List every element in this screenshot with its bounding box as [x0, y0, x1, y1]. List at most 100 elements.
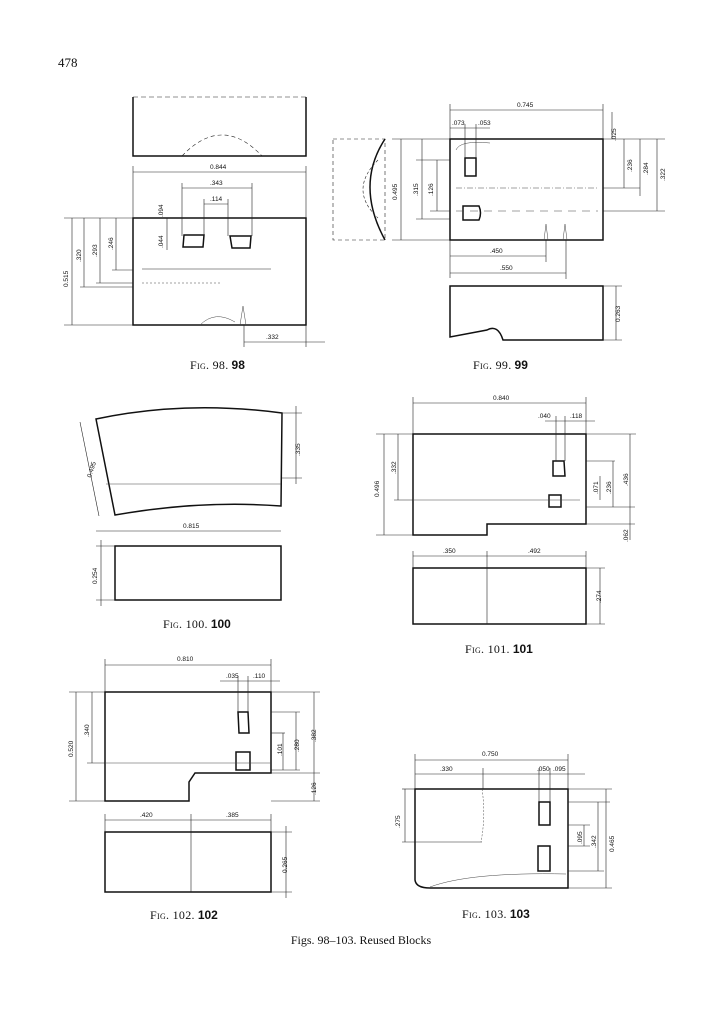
fig99-side-curve [369, 138, 386, 241]
fig101-caption-number: 101 [512, 642, 533, 656]
fig101-label-lower-b: .492 [528, 548, 541, 555]
fig102-label-left-b: .340 [84, 724, 91, 737]
fig101-label-right-d: .062 [623, 529, 630, 542]
fig99-caption-label: Fig. 99. [473, 358, 512, 372]
fig100-label-width: 0.815 [183, 523, 200, 530]
fig102-label-left-a: 0.520 [68, 740, 75, 757]
fig103-label-top-b: .050 [537, 766, 550, 773]
fig102-socket-bottom [235, 751, 251, 771]
fig101-label-top-b: .118 [570, 413, 583, 420]
fig98-socket-left [182, 234, 205, 248]
fig103-label-top-a: .330 [440, 766, 453, 773]
fig101-label-lower-a: .350 [443, 548, 456, 555]
fig100-caption-label: Fig. 100. [163, 617, 208, 631]
figure-101-drawing: 0.840 .040 .118 0.496 .332 .071 .236 .43… [374, 395, 636, 625]
fig99-label-right-c: .284 [643, 162, 650, 175]
fig103-label-width: 0.750 [482, 751, 499, 758]
fig101-label-right-a: .071 [593, 481, 600, 494]
fig103-caption: Fig. 103.103 [462, 907, 530, 922]
fig103-socket-top [538, 801, 551, 826]
fig102-label-right-d: .126 [311, 782, 318, 795]
fig99-label-left-c: .126 [428, 183, 435, 196]
fig102-label-lower-a: .420 [140, 812, 153, 819]
fig99-label-top-a: .073 [452, 120, 465, 127]
fig102-label-right-a: .101 [277, 743, 284, 756]
fig98-label-span-b: .114 [210, 196, 223, 203]
fig103-label-right-b: .342 [591, 835, 598, 848]
fig98-label-span-a: .343 [210, 180, 223, 187]
figure-103-drawing: 0.750 .330 .050 .095 .275 .095 .342 0.46… [395, 751, 616, 889]
plate-caption: Figs. 98–103. Reused Blocks [0, 933, 722, 948]
fig98-label-left-1: 0.515 [63, 270, 70, 287]
fig102-lower-view [104, 831, 272, 893]
fig103-label-top-c: .095 [553, 766, 566, 773]
fig98-caption-label: Fig. 98. [190, 358, 229, 372]
page-number: 478 [58, 55, 78, 70]
fig98-caption-number: 98 [231, 358, 245, 372]
fig102-label-top-b: .110 [253, 673, 266, 680]
fig100-label-right: .335 [295, 443, 302, 456]
fig98-label-left-2: .320 [76, 249, 83, 262]
fig98-label-bottom: .332 [266, 334, 279, 341]
fig101-caption-label: Fig. 101. [465, 642, 510, 656]
fig99-caption: Fig. 99.99 [473, 358, 528, 373]
fig99-label-right-a: .025 [611, 128, 618, 141]
fig100-label-left: 0.495 [86, 461, 98, 479]
fig99-label-right-d: .322 [660, 168, 667, 181]
figure-102-drawing: 0.810 .035 .110 0.520 .340 .101 .280 .38… [68, 656, 320, 898]
fig98-main-face [132, 217, 307, 326]
fig101-main-face [412, 433, 587, 536]
fig101-label-right-b: .236 [606, 481, 613, 494]
fig102-label-top-a: .035 [226, 673, 239, 680]
fig99-lower-view [449, 285, 604, 341]
fig100-caption-number: 100 [210, 617, 231, 631]
fig102-caption: Fig. 102.102 [150, 908, 218, 923]
figure-99-drawing: 0.745 .073 .053 .025 .236 .284 .322 0.49… [332, 102, 667, 341]
fig98-caption: Fig. 98.98 [190, 358, 245, 373]
fig103-main-face [414, 788, 569, 889]
fig100-caption: Fig. 100.100 [163, 617, 231, 632]
fig102-socket-top [237, 711, 250, 734]
fig101-label-left-a: 0.496 [374, 480, 381, 497]
fig101-caption: Fig. 101.101 [465, 642, 533, 657]
fig102-caption-label: Fig. 102. [150, 908, 195, 922]
fig103-label-right-a: .095 [577, 831, 584, 844]
fig99-label-left-b: .315 [413, 183, 420, 196]
fig98-pry-mark [199, 316, 236, 326]
fig98-socket-right [229, 235, 252, 249]
figure-100-drawing: .335 0.495 0.815 0.254 [79, 406, 302, 606]
fig99-side-profile [332, 138, 386, 241]
fig102-label-right-b: .280 [294, 739, 301, 752]
fig99-caption-number: 99 [514, 358, 528, 372]
fig103-label-right-c: 0.465 [609, 835, 616, 852]
fig102-label-lower-h: 0.265 [282, 856, 289, 873]
fig101-label-right-c: .436 [623, 473, 630, 486]
fig98-label-h-b: .044 [158, 235, 165, 248]
fig98-pry-slot [239, 305, 247, 326]
fig102-label-lower-b: .385 [226, 812, 239, 819]
fig101-label-width: 0.840 [493, 395, 510, 402]
fig103-caption-number: 103 [509, 907, 530, 921]
fig99-label-bottom-a: .450 [490, 248, 503, 255]
fig99-label-lower-h: 0.263 [615, 305, 622, 322]
fig102-label-right-c: .382 [311, 729, 318, 742]
fig100-lower-view [114, 545, 282, 601]
fig101-label-left-b: .332 [391, 461, 398, 474]
fig99-label-right-b: .236 [627, 159, 634, 172]
fig103-socket-bottom [537, 845, 551, 872]
fig102-caption-number: 102 [197, 908, 218, 922]
fig100-curved-face [95, 406, 283, 516]
fig98-dashed-arc [181, 134, 263, 157]
plate-caption-text: Figs. 98–103. Reused Blocks [290, 933, 432, 947]
fig102-main-face [104, 691, 272, 802]
fig101-label-top-a: .040 [538, 413, 551, 420]
fig98-label-h-a: .094 [158, 204, 165, 217]
fig98-label-width: 0.844 [210, 164, 227, 171]
fig102-label-width: 0.810 [177, 656, 194, 663]
fig101-lower-view [412, 567, 587, 625]
fig103-label-left: .275 [395, 815, 402, 828]
fig98-top-view-outline [132, 97, 307, 157]
fig101-socket-top [552, 460, 566, 477]
